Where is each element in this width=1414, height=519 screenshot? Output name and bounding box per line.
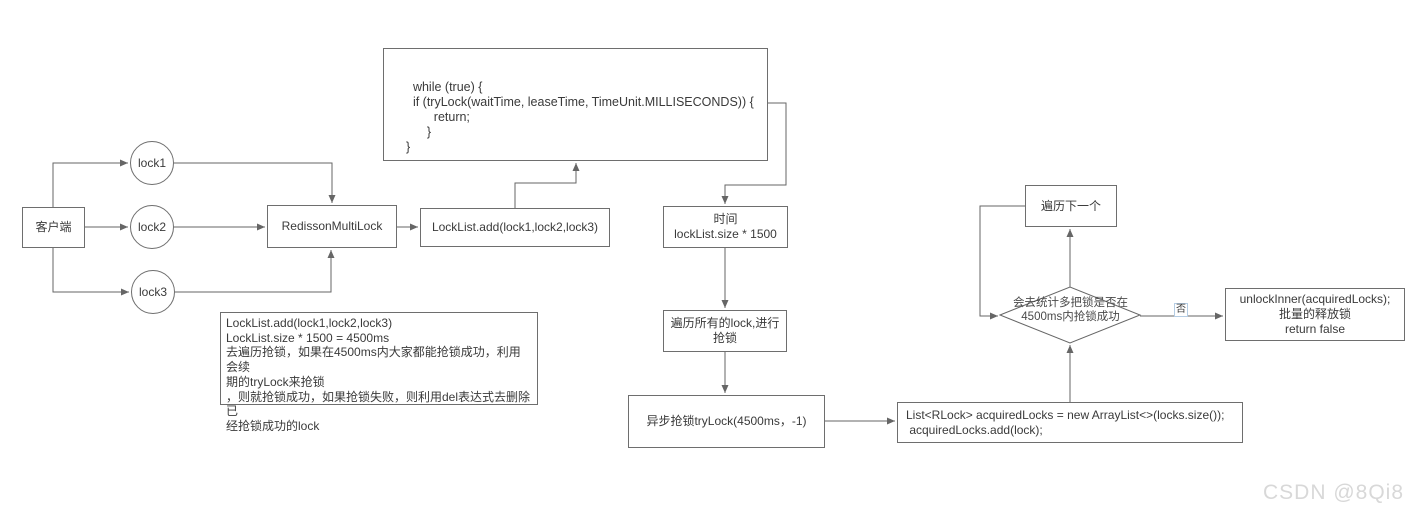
- arrow-lock1-to-multilock: [174, 162, 336, 203]
- acquired-locks-node: List<RLock> acquiredLocks = new ArrayLis…: [897, 402, 1243, 443]
- redisson-multilock-node: RedissonMultiLock: [267, 205, 397, 248]
- arrow-client-to-lock1: [52, 159, 128, 207]
- csdn-watermark: CSDN @8Qi8: [1262, 481, 1404, 504]
- traverse-locks-node: 遍历所有的lock,进行 抢锁: [663, 310, 787, 352]
- traverse-next-node: 遍历下一个: [1025, 185, 1117, 227]
- arrow-lock3-to-multilock: [175, 250, 335, 293]
- decision-label: 会去统计多把锁是否在 4500ms内抢锁成功: [1013, 297, 1128, 323]
- lock2-node: lock2: [130, 205, 174, 249]
- async-trylock-node: 异步抢锁tryLock(4500ms，-1): [628, 395, 825, 448]
- arrow-client-to-lock3: [52, 248, 129, 296]
- arrow-next-to-decision-loop: [979, 205, 1025, 320]
- arrow-locklist-to-code: [514, 163, 580, 208]
- lock3-node: lock3: [131, 270, 175, 314]
- unlock-inner-node: unlockInner(acquiredLocks); 批量的释放锁 retur…: [1225, 288, 1405, 341]
- client-node: 客户端: [22, 207, 85, 248]
- time-node: 时间 lockList.size * 1500: [663, 206, 788, 248]
- decision-diamond: [998, 286, 1142, 344]
- trylock-code-node: while (true) { if (tryLock(waitTime, lea…: [383, 48, 768, 161]
- arrow-code-to-time: [721, 102, 787, 204]
- locklist-add-node: LockList.add(lock1,lock2,lock3): [420, 208, 610, 247]
- edge-label-no: 否: [1174, 303, 1188, 317]
- note-node: LockList.add(lock1,lock2,lock3) LockList…: [220, 312, 538, 433]
- lock1-node: lock1: [130, 141, 174, 185]
